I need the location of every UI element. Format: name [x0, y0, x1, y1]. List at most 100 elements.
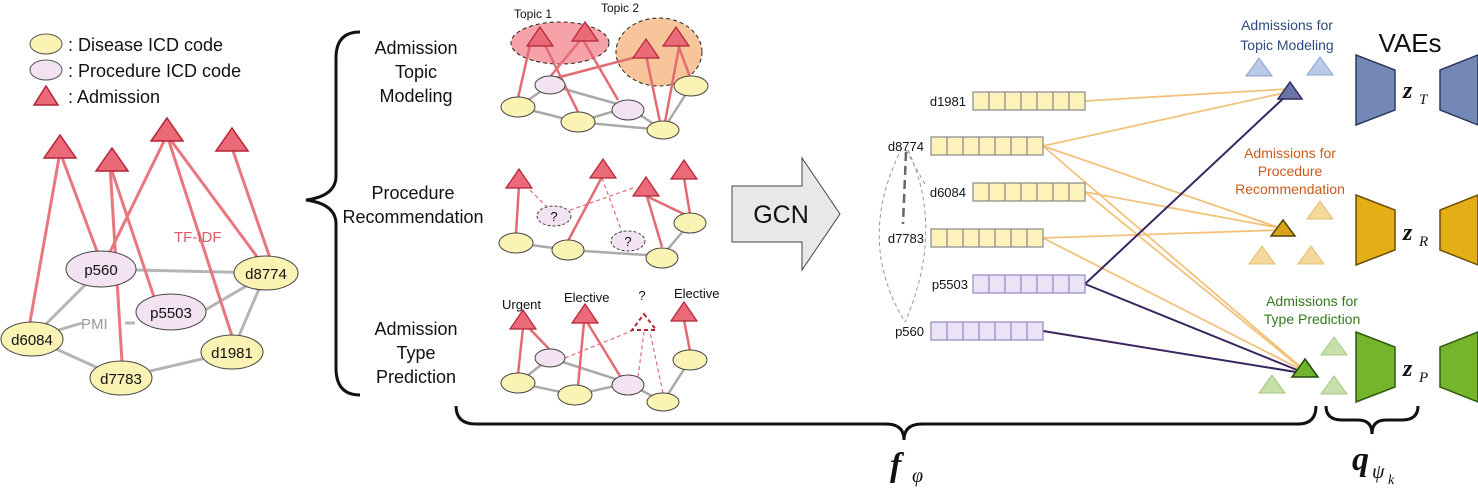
purple-connectors [1042, 93, 1303, 374]
node-d1981 [200, 334, 264, 370]
formulas: f φ q ψ k [890, 441, 1395, 488]
gcn-arrow [731, 156, 841, 272]
embedding-relations [878, 147, 927, 323]
embedding-vector-d6084 [972, 182, 1086, 202]
type-admission-group: Admissions for Type Prediction [1258, 293, 1361, 395]
heterogeneous-graph: PMI TF-IDF p560 d8774 p5503 [0, 116, 299, 396]
node-d1981-label: d1981 [211, 345, 253, 362]
node-p560-label: p560 [84, 262, 117, 279]
vaes-title: VAEs [1378, 28, 1441, 58]
recommend-group-line1: Admissions for [1244, 145, 1336, 161]
task-topic-line1: Admission [374, 38, 457, 58]
node-d7783 [89, 360, 153, 396]
formula-q-subsubscript: k [1388, 473, 1395, 488]
embedding-vector-p5503 [972, 274, 1086, 294]
latent-z-recommend-subscript: R [1418, 234, 1428, 250]
embedding-vector-d8774 [930, 136, 1044, 156]
node-embeddings: d1981 d8774 d6084 d7783 p5503 p560 [888, 91, 1086, 341]
recommend-admission-group: Admissions for Procedure Recommendation [1235, 145, 1345, 265]
vae-topic-decoder [1439, 54, 1478, 126]
formula-f: f [890, 447, 905, 484]
latent-z-recommend: z [1402, 220, 1413, 246]
label-urgent: Urgent [502, 297, 541, 312]
gcn-label: GCN [753, 201, 809, 229]
vae-modules: VAEs z T z R z P [1355, 28, 1478, 404]
latent-z-topic: z [1402, 78, 1413, 104]
task-labels: Admission Topic Modeling Procedure Recom… [342, 38, 483, 387]
node-d8774 [233, 255, 299, 291]
legend-procedure-swatch [29, 59, 63, 81]
node-d7783-label: d7783 [100, 371, 142, 388]
type-target-admission [1290, 357, 1320, 378]
topic-1-label: Topic 1 [514, 7, 552, 21]
vae-topic-encoder [1355, 53, 1396, 127]
type-group-line2: Type Prediction [1264, 311, 1361, 327]
label-elective: Elective [674, 286, 720, 301]
recommend-group-line3: Recommendation [1235, 181, 1345, 197]
label-elective: Elective [564, 290, 610, 305]
topic-admission-group: Admissions for Topic Modeling [1240, 17, 1334, 100]
pmi-edge-label: PMI [81, 316, 108, 333]
vae-brace [1324, 405, 1420, 435]
topic-target-admission [1276, 80, 1304, 100]
node-d6084 [0, 321, 64, 357]
legend-admission-label: : Admission [68, 87, 160, 107]
task-brace [305, 30, 361, 397]
orange-connectors [1042, 88, 1304, 371]
node-d8774-label: d8774 [245, 266, 287, 283]
unknown-procedure-mark: ? [550, 209, 557, 224]
topic-modeling-graph: Topic 1 Topic 2 [500, 1, 709, 140]
embedding-label-d1981: d1981 [930, 94, 966, 109]
unknown-type-mark: ? [638, 288, 645, 303]
task-type-line1: Admission [374, 319, 457, 339]
embedding-label-d8774: d8774 [888, 139, 924, 154]
topic-group-line2: Topic Modeling [1240, 37, 1333, 53]
node-p5503 [135, 293, 207, 331]
vae-type-encoder [1355, 330, 1396, 404]
embedding-label-d6084: d6084 [930, 185, 966, 200]
task-type-line2: Type [396, 343, 435, 363]
admission-node [42, 133, 78, 159]
tfidf-edge-label: TF-IDF [174, 229, 221, 246]
formula-f-subscript: φ [912, 465, 923, 487]
gcn-block: GCN [731, 156, 841, 272]
latent-z-topic-subscript: T [1419, 92, 1429, 108]
task-procedure-line2: Recommendation [342, 207, 483, 227]
task-topic-line2: Topic [395, 62, 437, 82]
legend-disease-label: : Disease ICD code [68, 35, 223, 55]
procedure-recommendation-graph: ? ? [498, 157, 707, 269]
unknown-procedure-mark: ? [624, 234, 631, 249]
embedding-vector-p560 [930, 321, 1044, 341]
latent-z-type-subscript: P [1418, 370, 1428, 386]
admission-nodes [42, 116, 250, 172]
embedding-label-d7783: d7783 [888, 231, 924, 246]
embedding-vector-d7783 [930, 228, 1044, 248]
topic-2-label: Topic 2 [601, 1, 639, 15]
type-group-line1: Admissions for [1266, 293, 1358, 309]
recommend-group-line2: Procedure [1258, 163, 1323, 179]
task-type-line3: Prediction [376, 367, 456, 387]
encoder-brace [454, 405, 1318, 441]
admission-node [94, 146, 130, 172]
legend-admission-swatch [32, 84, 60, 106]
code-nodes: p560 d8774 p5503 d6084 d1981 d7783 [0, 250, 299, 396]
formula-q: q [1352, 441, 1369, 478]
embedding-label-p5503: p5503 [932, 277, 968, 292]
tfidf-edges [28, 134, 272, 363]
recommend-target-admission [1269, 218, 1297, 237]
node-p5503-label: p5503 [150, 305, 192, 322]
formula-q-subscript: ψ [1372, 461, 1385, 483]
candidate-procedure-node [536, 205, 572, 227]
task-procedure-line1: Procedure [371, 183, 454, 203]
embedding-vector-d1981 [972, 91, 1086, 111]
admission-node [149, 116, 185, 142]
task-topic-line3: Modeling [379, 86, 452, 106]
legend-procedure-label: : Procedure ICD code [68, 61, 241, 81]
unknown-admission-node [630, 312, 658, 331]
vae-recommend-encoder [1355, 193, 1396, 267]
legend: : Disease ICD code : Procedure ICD code … [29, 33, 241, 107]
node-p560 [65, 250, 137, 288]
latent-z-type: z [1402, 356, 1413, 382]
admission-node [214, 126, 250, 152]
